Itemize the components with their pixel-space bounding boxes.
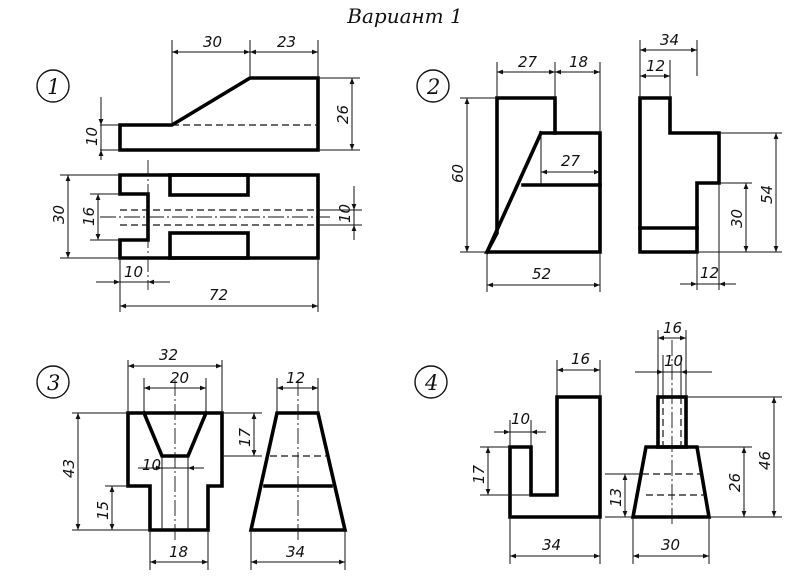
- dim-17: 17: [236, 427, 254, 447]
- dim-15: 15: [94, 501, 112, 520]
- dim-34: 34: [660, 31, 679, 49]
- task-3: 3 32 20 43: [36, 346, 348, 570]
- dim-30: 30: [203, 33, 222, 51]
- dim-12: 12: [286, 369, 305, 387]
- dim-12-top: 12: [646, 57, 665, 75]
- task-number-circle: [36, 69, 70, 103]
- dim-26: 26: [726, 473, 744, 492]
- task-number-circle: [36, 365, 70, 399]
- dim-18: 18: [569, 53, 588, 71]
- dim-54: 54: [758, 185, 776, 204]
- task-1: 1 30 23 10 26: [36, 33, 362, 312]
- dim-13: 13: [607, 488, 625, 507]
- dim-17: 17: [470, 464, 488, 484]
- dim-18: 18: [169, 543, 188, 561]
- dim-46: 46: [756, 451, 774, 470]
- dim-30: 30: [661, 536, 680, 554]
- dim-10: 10: [511, 410, 530, 428]
- dim-20: 20: [170, 369, 189, 387]
- dim-72: 72: [209, 286, 228, 304]
- dim-16: 16: [571, 350, 590, 368]
- dim-30-width: 30: [50, 205, 68, 224]
- dim-10-side: 10: [664, 352, 683, 370]
- side-view-outline: [630, 445, 712, 519]
- task-number-circle: [414, 365, 448, 399]
- task-number: 4: [424, 371, 438, 395]
- front-view-outline: [484, 96, 602, 254]
- front-view-outline: [508, 395, 602, 519]
- dim-23: 23: [277, 33, 296, 51]
- dim-34: 34: [286, 543, 305, 561]
- dim-34: 34: [542, 536, 561, 554]
- dim-27-inner: 27: [561, 152, 581, 170]
- task-2: 2 27 18 60 27: [416, 31, 782, 292]
- task-number: 3: [47, 371, 60, 395]
- task-number-circle: [416, 69, 450, 103]
- dim-27-top: 27: [518, 53, 538, 71]
- dim-30: 30: [728, 209, 746, 228]
- dim-12-bottom: 12: [700, 264, 719, 282]
- dim-43: 43: [60, 459, 78, 478]
- top-view-outline: [118, 173, 320, 260]
- dim-10-bottom: 10: [124, 263, 143, 281]
- dim-16: 16: [80, 207, 98, 226]
- dim-32: 32: [159, 346, 178, 364]
- dim-10-slot: 10: [336, 204, 354, 223]
- dim-10: 10: [142, 456, 161, 474]
- front-view-outline: [118, 76, 320, 152]
- task-4: 4 16 10 17 34: [414, 319, 782, 564]
- dim-16-side: 16: [663, 319, 682, 337]
- dim-52: 52: [532, 265, 551, 283]
- task-number: 1: [47, 75, 60, 99]
- task-number: 2: [426, 75, 440, 99]
- dim-10: 10: [83, 127, 101, 146]
- page-title: Вариант 1: [347, 4, 463, 28]
- dim-60: 60: [449, 164, 467, 183]
- dim-26: 26: [334, 105, 352, 124]
